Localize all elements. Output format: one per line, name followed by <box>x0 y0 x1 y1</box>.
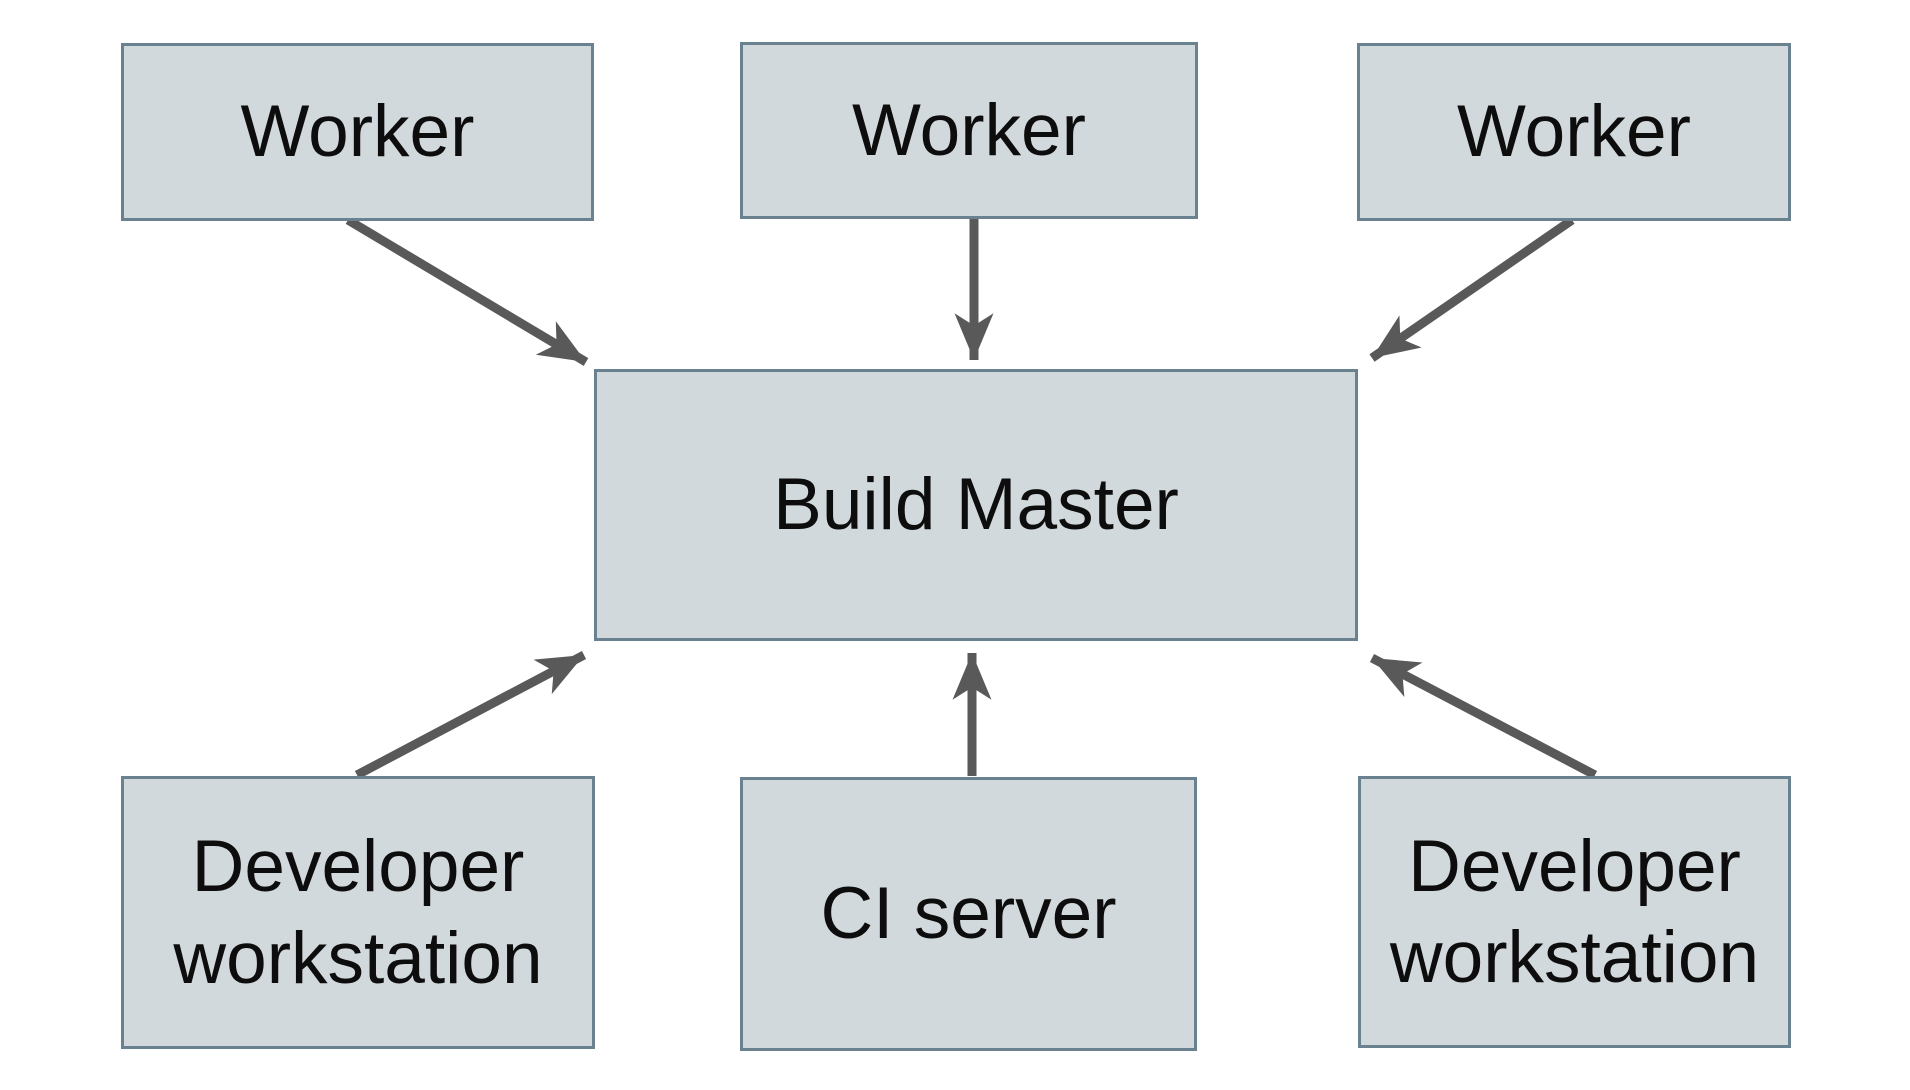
node-worker-2-label: Worker <box>852 89 1086 171</box>
node-developer-workstation-2: Developer workstation <box>1358 776 1791 1048</box>
node-worker-2: Worker <box>740 42 1198 219</box>
node-worker-1-label: Worker <box>240 91 475 173</box>
node-ci-server-label: CI server <box>820 873 1117 955</box>
node-developer-workstation-2-label: Developer workstation <box>1389 825 1760 998</box>
node-worker-1: Worker <box>121 43 594 221</box>
node-developer-workstation-1-label: Developer workstation <box>173 826 543 999</box>
node-build-master-label: Build Master <box>773 464 1179 546</box>
arrow-worker1-to-buildmaster-icon <box>345 216 589 366</box>
node-ci-server: CI server <box>740 777 1197 1051</box>
arrow-devws1-to-buildmaster-icon <box>354 651 587 779</box>
node-developer-workstation-1: Developer workstation <box>121 776 595 1049</box>
arrow-worker3-to-buildmaster-icon <box>1369 216 1575 362</box>
arrow-devws2-to-buildmaster-icon <box>1369 654 1598 779</box>
node-build-master: Build Master <box>594 369 1358 641</box>
node-worker-3: Worker <box>1357 43 1791 221</box>
node-worker-3-label: Worker <box>1457 91 1691 173</box>
